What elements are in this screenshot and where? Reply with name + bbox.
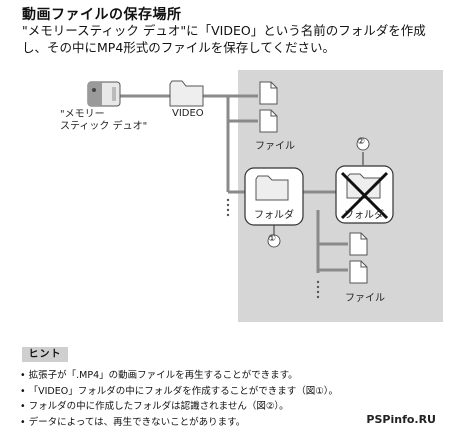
watermark: PSPinfo.RU	[366, 413, 436, 426]
cross-icon	[340, 171, 389, 220]
folder-label: フォルダ	[254, 210, 294, 221]
hint-item: 「VIDEO」フォルダの中にフォルダを作成することができます（図①）。	[20, 384, 338, 400]
intro-text: "メモリースティック デュオ"に「VIDEO」という名前のフォルダを作成し、その…	[22, 23, 426, 55]
memory-stick-label: "メモリー スティック デュオ"	[60, 109, 148, 132]
video-folder-icon	[169, 80, 204, 107]
memory-stick-icon	[87, 81, 121, 107]
file-icon	[349, 232, 368, 256]
file-icon	[259, 81, 278, 105]
hint-list: 拡張子が「.MP4」の動画ファイルを再生することができます。 「VIDEO」フォ…	[20, 368, 338, 430]
file-label: ファイル	[255, 141, 295, 152]
folder-icon	[255, 175, 289, 201]
folder-label: フォルダ	[344, 210, 384, 221]
marker-2: ②	[357, 137, 366, 147]
video-folder-label: VIDEO	[172, 108, 204, 119]
section-title: 動画ファイルの保存場所	[22, 7, 182, 23]
hint-item: フォルダの中に作成したフォルダは認識されません（図②）。	[20, 399, 338, 415]
hint-item: データによっては、再生できないことがあります。	[20, 415, 338, 431]
hint-item: 拡張子が「.MP4」の動画ファイルを再生することができます。	[20, 368, 338, 384]
file-icon	[259, 109, 278, 133]
marker-1: ①	[268, 234, 277, 244]
file-icon	[349, 260, 368, 284]
hint-badge: ヒント	[22, 347, 68, 362]
folder-icon	[346, 173, 381, 199]
file-label: ファイル	[345, 293, 385, 304]
